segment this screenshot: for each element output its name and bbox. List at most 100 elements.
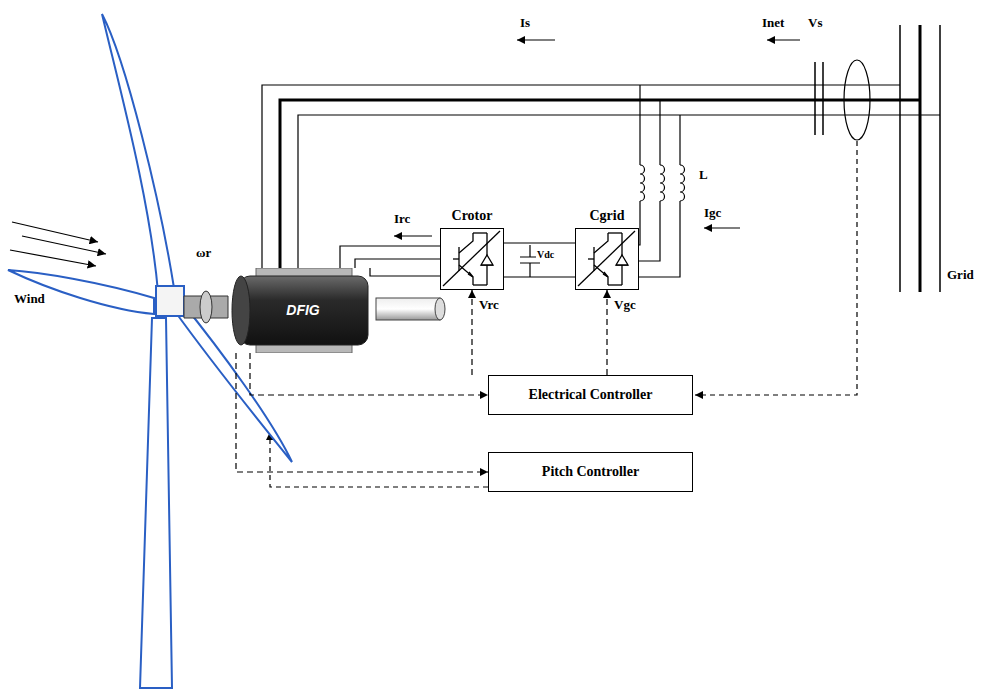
grid-side-wire xyxy=(639,201,640,245)
igbt-symbol xyxy=(459,233,473,253)
voltage-name: Vs xyxy=(808,16,822,30)
inductor-coil xyxy=(640,165,685,201)
controller-box: Electrical Controller xyxy=(488,375,693,415)
current-name: Irc xyxy=(394,212,410,226)
igbt-symbol xyxy=(608,232,622,233)
grid-side-wire xyxy=(679,115,680,165)
signal-name: Vdc xyxy=(536,249,555,260)
igbt-symbol xyxy=(443,231,500,286)
signal-name: Vgc xyxy=(613,298,637,312)
rotor-wire xyxy=(340,246,440,268)
generator-label: DFIG xyxy=(286,302,319,318)
igbt-symbol xyxy=(486,279,487,285)
igbt-symbol xyxy=(594,233,608,253)
igbt-symbol xyxy=(588,258,594,259)
measurement-line xyxy=(270,432,488,487)
grid-side-wire xyxy=(639,85,640,165)
signal-name: Vrc xyxy=(478,298,500,312)
igbt-symbol xyxy=(578,231,635,286)
dc-link xyxy=(504,245,575,277)
igbt-symbol xyxy=(603,272,608,277)
igbt-symbol xyxy=(576,229,637,288)
wind-arrow xyxy=(10,222,106,266)
rotor-wire xyxy=(370,268,440,276)
converter-box xyxy=(575,228,639,290)
wind-arrow xyxy=(12,222,98,242)
converter-label: Crotor xyxy=(440,208,504,228)
current-arrow xyxy=(394,40,800,236)
grid-bus xyxy=(900,25,940,292)
rotor-wire xyxy=(340,246,440,276)
current-sensor xyxy=(844,60,870,140)
diode-symbol xyxy=(616,255,628,265)
generator-shaft xyxy=(376,298,440,320)
controller-label: Electrical Controller xyxy=(529,387,653,403)
turbine-blade xyxy=(8,270,154,314)
hub-coupling xyxy=(184,291,228,323)
control-signal xyxy=(236,353,488,472)
grid-side-wire xyxy=(659,100,660,165)
igbt-symbol xyxy=(621,279,622,285)
control-signal xyxy=(471,290,472,375)
current-arrow xyxy=(704,227,740,228)
voltage-tap xyxy=(815,62,823,135)
igbt-symbol xyxy=(441,229,502,288)
igbt-symbol xyxy=(468,272,473,277)
grid-bus xyxy=(899,25,901,292)
grid-bus xyxy=(919,25,922,292)
controller-label: Pitch Controller xyxy=(542,464,639,480)
igbt-symbol xyxy=(594,265,608,285)
igbt-symbol xyxy=(473,232,487,233)
control-signal xyxy=(250,353,488,395)
power-converter: Cgrid xyxy=(575,208,639,290)
generator-end xyxy=(232,276,250,345)
wind-label: Wind xyxy=(14,292,45,306)
converter-box xyxy=(440,228,504,290)
controller-box: Pitch Controller xyxy=(488,452,693,492)
grid-side-wire xyxy=(639,201,680,277)
grid-bus xyxy=(939,25,941,292)
grid-side-wire xyxy=(639,85,680,277)
inductor-coil xyxy=(680,165,685,201)
current-arrow xyxy=(394,235,432,236)
grid-side-wire xyxy=(639,201,660,261)
wind-arrow xyxy=(22,236,106,254)
igbt-symbol xyxy=(459,265,473,285)
turbine-nacelle xyxy=(156,286,184,316)
turbine-nacelle xyxy=(156,286,184,316)
converter-label: Cgrid xyxy=(575,208,639,228)
generator-body xyxy=(240,276,368,345)
control-signal xyxy=(606,290,607,375)
current-arrow xyxy=(767,39,800,40)
current-sensor xyxy=(844,60,870,140)
current-name: Inet xyxy=(762,16,784,30)
voltage-tap xyxy=(815,62,823,135)
power-wire xyxy=(355,259,440,268)
dc-link xyxy=(504,276,575,277)
igbt-symbol xyxy=(486,233,487,239)
turbine-tower xyxy=(140,318,172,688)
turbine-blade xyxy=(102,14,174,292)
power-converter: Crotor xyxy=(440,208,504,290)
inductor-coil xyxy=(660,165,665,201)
generator-shaft xyxy=(435,298,445,320)
diode-symbol xyxy=(481,255,493,265)
current-name: Igc xyxy=(704,206,721,220)
grid-label: Grid xyxy=(947,268,974,282)
hub-coupling xyxy=(200,291,212,323)
current-name: Is xyxy=(520,16,530,30)
igbt-symbol xyxy=(453,258,459,259)
wind-arrow xyxy=(10,250,96,266)
turbine-tower xyxy=(140,318,172,688)
inductor-coil xyxy=(640,165,645,201)
igbt-symbol xyxy=(608,284,622,285)
power-wire xyxy=(504,242,575,243)
inductor-name: L xyxy=(699,168,708,182)
speed-symbol: ωr xyxy=(196,246,211,260)
current-arrow xyxy=(517,39,555,40)
measurement-line xyxy=(695,141,857,395)
igbt-symbol xyxy=(473,284,487,285)
